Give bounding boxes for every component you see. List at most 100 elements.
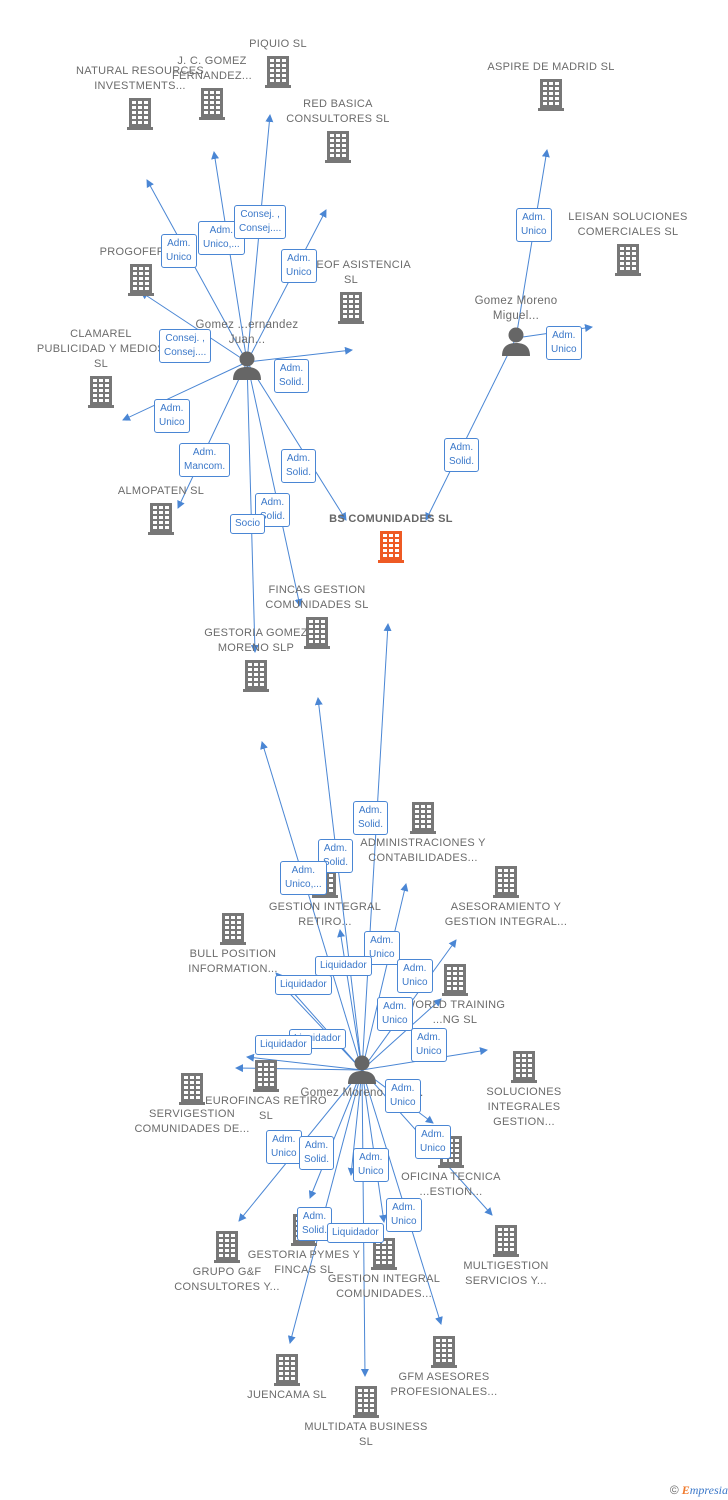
relationship-label[interactable]: Adm.Unico	[266, 1130, 302, 1164]
relationship-label[interactable]: Consej. ,Consej....	[234, 205, 287, 239]
relationship-label[interactable]: Adm.Unico	[385, 1079, 421, 1113]
company-node[interactable]: ADMINISTRACIONES Y CONTABILIDADES...	[358, 798, 488, 866]
relationship-edge	[361, 1069, 443, 1325]
company-node[interactable]: MADEOF ASISTENCIA SL	[286, 258, 416, 326]
relationship-edge	[246, 361, 259, 653]
relationship-label[interactable]: Liquidador	[255, 1035, 312, 1055]
relationship-label[interactable]: Adm.Solid.	[281, 449, 317, 483]
company-node[interactable]: PIQUIO SL	[213, 37, 343, 90]
relationship-label[interactable]: Liquidador	[275, 975, 332, 995]
relationship-label[interactable]: Adm.Unico	[397, 959, 433, 993]
company-node[interactable]: NATURAL RESOURCES INVESTMENTS...	[75, 64, 205, 132]
relationship-edge	[140, 291, 248, 363]
company-node[interactable]: WORLD TRAINING ...NG SL	[390, 960, 520, 1028]
person-node[interactable]: Gomez Moreno Miguel...	[451, 294, 581, 358]
copyright-symbol: ©	[669, 1483, 679, 1497]
company-node[interactable]: MULTIGESTION SERVICIOS Y...	[441, 1221, 571, 1289]
relationship-label[interactable]: Adm.Solid.	[444, 438, 480, 472]
relationship-label[interactable]: Adm.Solid.	[353, 801, 389, 835]
relationship-label[interactable]: Adm.Solid.	[297, 1207, 333, 1241]
node-label: ALMOPATEN SL	[117, 485, 205, 497]
node-label: ASPIRE DE MADRID SL	[487, 61, 615, 73]
relationship-edge	[122, 361, 248, 421]
company-node[interactable]: JUENCAMA SL	[222, 1350, 352, 1403]
building-icon	[410, 802, 436, 834]
company-node[interactable]: ALMOPATEN SL	[96, 484, 226, 537]
relationship-edge	[361, 883, 409, 1071]
relationship-label[interactable]: Adm.Unico	[281, 249, 317, 283]
relationship-label[interactable]: Liquidador	[315, 956, 372, 976]
relationship-label[interactable]: Adm.Unico,...	[280, 861, 327, 895]
relationship-edge	[308, 1069, 363, 1199]
relationship-edge	[347, 1069, 363, 1176]
relationship-label[interactable]: Adm.Unico	[546, 326, 582, 360]
node-label: OFICINA TECNICA ...ESTION...	[401, 1171, 501, 1198]
node-label: GESTION INTEGRAL RETIRO...	[268, 901, 382, 928]
relationship-edge	[515, 149, 550, 339]
relationship-label[interactable]: Adm.Unico	[516, 208, 552, 242]
person-icon	[233, 351, 261, 380]
building-icon	[265, 56, 291, 88]
relationship-label[interactable]: Adm.Unico	[377, 997, 413, 1031]
building-icon	[442, 964, 468, 996]
node-label: J. C. GOMEZ FERNANDEZ...	[172, 55, 252, 82]
building-icon	[493, 866, 519, 898]
person-node[interactable]: Gomez ...ernandez Juan...	[182, 318, 312, 382]
relationship-label[interactable]: Adm.Solid.	[255, 493, 291, 527]
company-node[interactable]: MULTIDATA BUSINESS SL	[301, 1382, 431, 1450]
relationship-label[interactable]: Adm.Unico	[411, 1028, 447, 1062]
company-node[interactable]: SERVIGESTION COMUNIDADES DE...	[127, 1069, 257, 1137]
node-label: SERVIGESTION COMUNIDADES DE...	[134, 1108, 250, 1135]
node-label: NATURAL RESOURCES INVESTMENTS...	[76, 65, 204, 92]
company-node[interactable]: LEISAN SOLUCIONES COMERCIALES SL	[563, 210, 693, 278]
building-icon	[538, 79, 564, 111]
company-node[interactable]: GESTORIA GOMEZ MORENO SLP	[191, 626, 321, 694]
relationship-edge	[260, 741, 363, 1071]
company-node[interactable]: ASPIRE DE MADRID SL	[486, 60, 616, 113]
company-node[interactable]: OFICINA TECNICA ...ESTION...	[386, 1132, 516, 1200]
relationship-label[interactable]: Adm.Mancom.	[179, 443, 231, 477]
building-icon	[353, 1386, 379, 1418]
company-node[interactable]: EUROFINCAS RETIRO SL	[201, 1056, 331, 1124]
relationship-edge	[246, 346, 353, 363]
building-icon	[325, 131, 351, 163]
relationship-label[interactable]: Adm.Unico	[154, 399, 190, 433]
company-node[interactable]: FINCAS GESTION COMUNIDADES SL	[252, 583, 382, 651]
building-icon	[511, 1051, 537, 1083]
building-icon	[431, 1336, 457, 1368]
building-icon	[493, 1225, 519, 1257]
company-node[interactable]: SOLUCIONES INTEGRALES GESTION...	[459, 1047, 589, 1130]
brand-footer[interactable]: ©Empresia	[670, 1483, 728, 1498]
relationship-label[interactable]: Adm.Solid.	[274, 359, 310, 393]
relationship-edge	[361, 1069, 387, 1223]
building-icon	[88, 376, 114, 408]
company-node[interactable]: GESTION INTEGRAL COMUNIDADES...	[319, 1234, 449, 1302]
brand-name: mpresia	[689, 1483, 728, 1497]
company-node[interactable]: GRUPO G&F CONSULTORES Y...	[162, 1227, 292, 1295]
node-label: GRUPO G&F CONSULTORES Y...	[174, 1266, 280, 1293]
relationship-label[interactable]: Socio	[230, 514, 266, 534]
node-label: LEISAN SOLUCIONES COMERCIALES SL	[568, 211, 688, 238]
building-icon	[243, 660, 269, 692]
building-icon	[179, 1073, 205, 1105]
node-label: ASESORAMIENTO Y GESTION INTEGRAL...	[444, 901, 568, 928]
relationship-label[interactable]: Adm.Unico	[353, 1148, 389, 1182]
company-node[interactable]: RED BASICA CONSULTORES SL	[273, 97, 403, 165]
relationship-label[interactable]: Liquidador	[327, 1223, 384, 1243]
building-icon	[199, 88, 225, 120]
building-icon	[338, 292, 364, 324]
relationship-edge	[246, 1053, 363, 1071]
building-icon	[220, 913, 246, 945]
relationship-label[interactable]: Consej. ,Consej....	[159, 329, 212, 363]
relationship-label[interactable]: Adm.Unico	[161, 234, 197, 268]
company-node[interactable]: ASESORAMIENTO Y GESTION INTEGRAL...	[441, 862, 571, 930]
company-node[interactable]: J. C. GOMEZ FERNANDEZ...	[147, 54, 277, 122]
company-node[interactable]: BS COMUNIDADES SL	[326, 512, 456, 565]
company-node[interactable]: GFM ASESORES PROFESIONALES...	[379, 1332, 509, 1400]
relationship-label[interactable]: Adm.Solid.	[299, 1136, 335, 1170]
company-node[interactable]: CLAMAREL PUBLICIDAD Y MEDIOS SL	[36, 327, 166, 410]
node-label: MADEOF ASISTENCIA SL	[290, 259, 411, 286]
relationship-label[interactable]: Adm.Unico	[415, 1125, 451, 1159]
relationship-label[interactable]: Adm.Unico	[386, 1198, 422, 1232]
company-node[interactable]: BULL POSITION INFORMATION...	[168, 909, 298, 977]
